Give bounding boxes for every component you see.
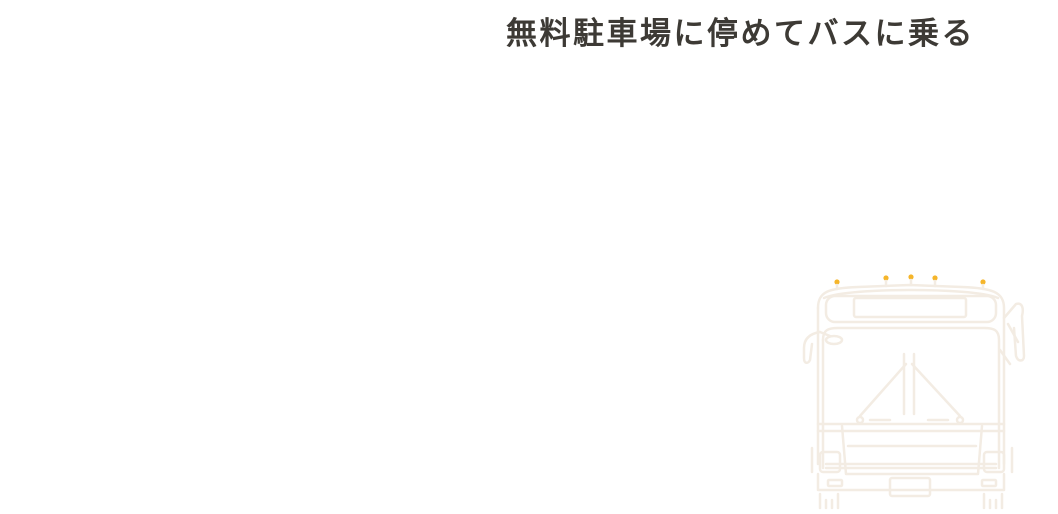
bus-illustration [798,268,1030,514]
bus-front-icon [802,274,1026,510]
marker-lights [834,274,986,285]
page-heading: 無料駐車場に停めてバスに乗る [506,16,975,52]
